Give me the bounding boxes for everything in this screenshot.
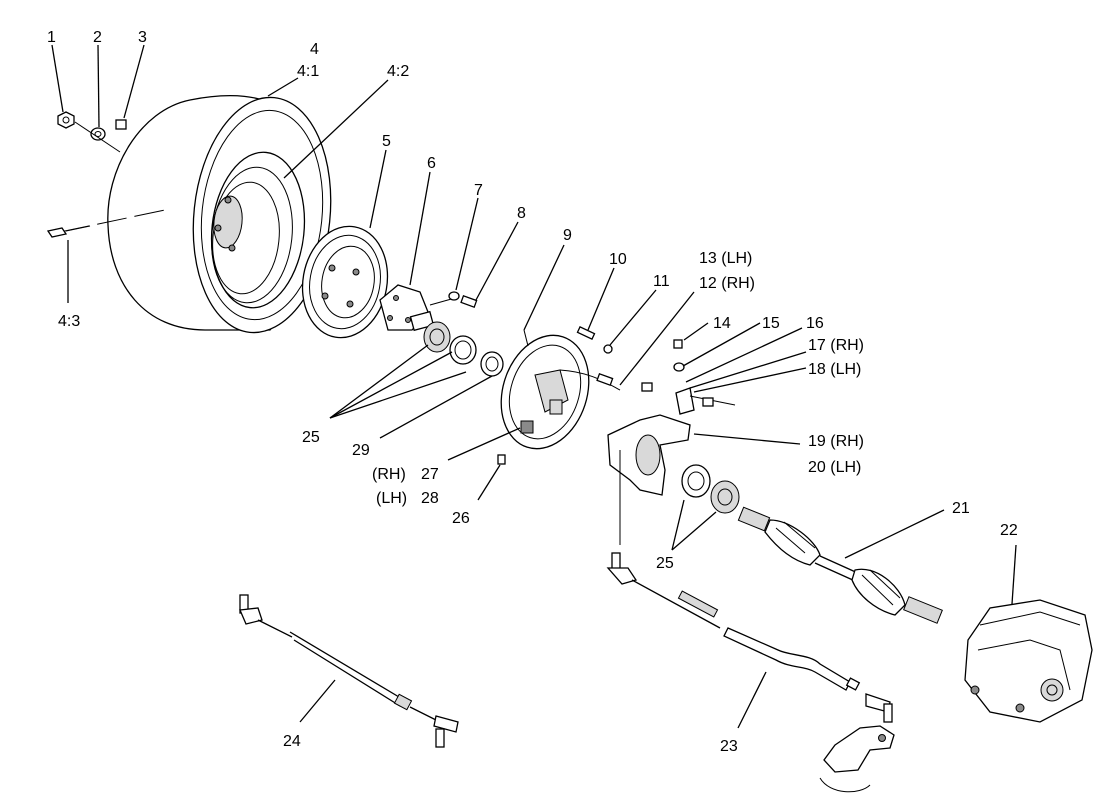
callout-19: 19 (RH)	[808, 433, 864, 450]
grease-seal	[480, 351, 504, 377]
callout-26: 26	[452, 510, 470, 527]
callout-3: 3	[138, 29, 147, 46]
callout-1: 1	[47, 29, 56, 46]
callout-29: 29	[352, 442, 370, 459]
tie-rod-assembly	[239, 594, 459, 748]
outer-bearing	[423, 321, 451, 353]
bearing-race	[449, 335, 477, 365]
inner-bearing-race	[681, 464, 711, 498]
inner-bearing	[710, 480, 740, 514]
leader-lines	[51, 44, 1017, 729]
steering-knuckle	[607, 414, 691, 545]
callout-13: 13 (LH)	[699, 250, 752, 267]
callout-8: 8	[517, 205, 526, 222]
callout-4: 4	[310, 41, 319, 58]
callout-6: 6	[427, 155, 436, 172]
wheel-assembly	[59, 95, 332, 334]
callout-4-2: 4:2	[387, 63, 409, 80]
callout-11: 11	[653, 273, 670, 290]
stud	[115, 119, 127, 130]
backing-bolt	[576, 326, 596, 340]
lug-nut	[57, 111, 75, 129]
callout-4-1: 4:1	[297, 63, 319, 80]
hub-washer	[448, 291, 460, 301]
hub-bolt	[460, 294, 478, 308]
brake-drum	[301, 225, 389, 339]
backing-washer	[603, 344, 613, 354]
callout-28: 28	[421, 490, 439, 507]
sensor-bracket	[675, 387, 736, 415]
callout-28-side: (LH)	[376, 490, 407, 507]
callout-21: 21	[952, 500, 970, 517]
callout-10: 10	[609, 251, 627, 268]
callout-18: 18 (LH)	[808, 361, 861, 378]
sensor-screw	[673, 339, 683, 349]
callout-14: 14	[713, 315, 731, 332]
brake-cable	[559, 369, 621, 391]
callout-20: 20 (LH)	[808, 459, 861, 476]
washer	[90, 127, 106, 141]
valve-stem	[46, 225, 91, 238]
callout-15: 15	[762, 315, 780, 332]
sensor-washer	[673, 362, 685, 372]
callout-9: 9	[563, 227, 572, 244]
wheel-hub	[379, 284, 456, 332]
callout-25-right: 25	[656, 555, 674, 572]
callout-labels: 1 2 3 4 4:1 4:2 4:3 5 6 7 8 9 10 11 13 (…	[47, 29, 1018, 755]
callout-25-left: 25	[302, 429, 320, 446]
front-differential	[964, 599, 1093, 723]
tie-rod-assembly	[606, 552, 893, 723]
callout-23: 23	[720, 738, 738, 755]
callout-5: 5	[382, 133, 391, 150]
callout-4-3: 4:3	[58, 313, 80, 330]
callout-7: 7	[474, 182, 483, 199]
brake-adjuster	[596, 372, 653, 392]
callout-12: 12 (RH)	[699, 275, 755, 292]
callout-17: 17 (RH)	[808, 337, 864, 354]
callout-27: 27	[421, 466, 439, 483]
callout-27-side: (RH)	[372, 466, 406, 483]
callout-2: 2	[93, 29, 102, 46]
callout-24: 24	[283, 733, 301, 750]
callout-22: 22	[1000, 522, 1018, 539]
steering-arm	[819, 725, 895, 793]
brake-backing-plate	[500, 329, 590, 450]
callout-16: 16	[806, 315, 824, 332]
grease-fitting	[497, 454, 506, 465]
cv-drive-shaft	[737, 506, 943, 624]
